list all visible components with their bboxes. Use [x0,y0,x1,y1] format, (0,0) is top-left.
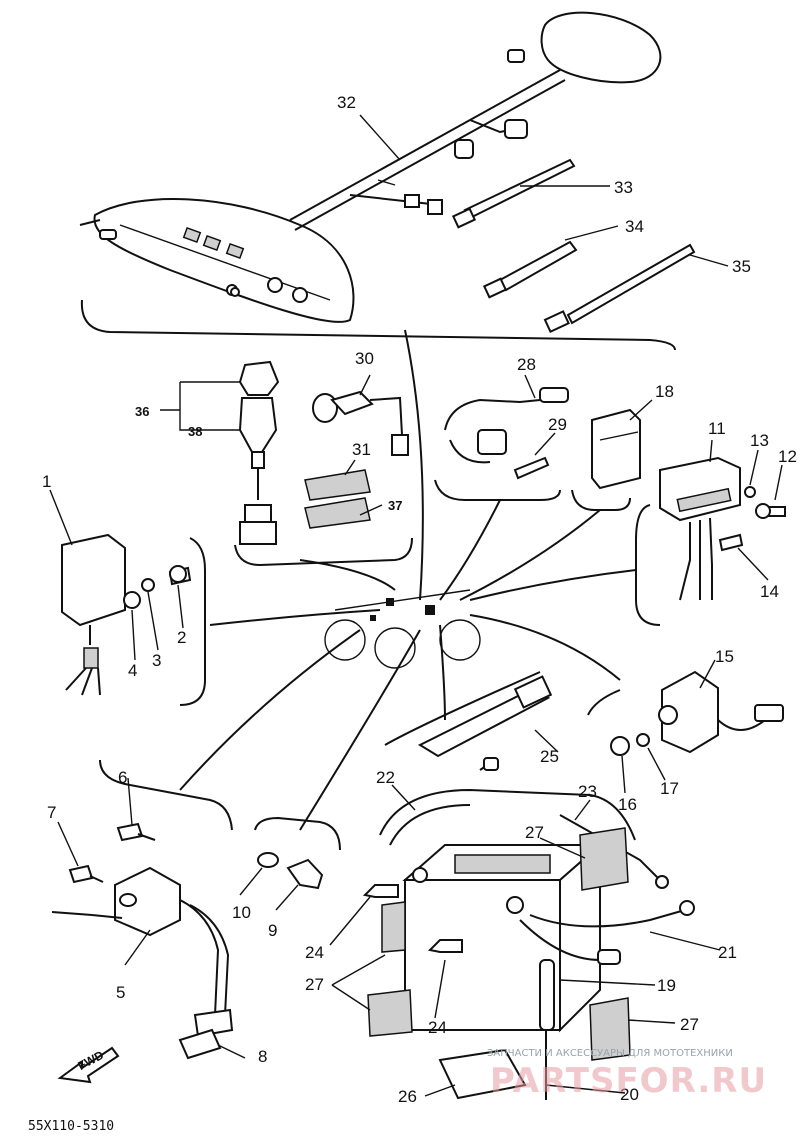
callout-18: 18 [655,382,674,401]
callout-20: 20 [620,1085,639,1104]
callout-11: 11 [708,419,726,438]
callout-24-upper: 24 [305,943,324,962]
callout-30: 30 [355,349,374,368]
sensor-group [254,816,341,890]
watermark-caption: ЗАПЧАСТИ И АКСЕССУАРЫ ДЛЯ МОТОТЕХНИКИ [487,1048,733,1059]
callout-27-top: 27 [525,823,544,842]
callout-21: 21 [718,943,737,962]
callout-13: 13 [750,431,769,450]
callout-16: 16 [618,795,637,814]
callout-5: 5 [116,983,125,1002]
callout-12: 12 [778,447,797,466]
callout-2: 2 [177,628,186,647]
drawing-code: 55X110-5310 [28,1119,114,1134]
callout-27-left: 27 [305,975,324,994]
callout-27-right: 27 [680,1015,699,1034]
cable-ties [451,158,696,333]
callout-37: 37 [388,498,402,513]
fuel-cock-group [434,387,569,501]
callout-23: 23 [578,782,597,801]
callout-24-lower: 24 [428,1018,447,1037]
callout-31: 31 [352,440,371,459]
callout-34: 34 [625,217,644,236]
callout-6: 6 [118,768,127,787]
callout-1: 1 [42,472,51,491]
fwd-arrow: FWD [57,1046,120,1084]
callout-32: 32 [337,93,356,112]
ignition-coil-group [51,759,234,1060]
callout-17: 17 [660,779,679,798]
wire-harness [79,11,662,323]
watermark-brand: PARTSFOR.RU [490,1061,767,1101]
leader-lines [49,114,783,1097]
starter-relay-group [587,670,784,756]
battery-band [384,671,553,758]
cdi-unit-group [635,456,786,626]
harness-bracket [80,299,676,351]
callout-3: 3 [152,651,161,670]
callout-7: 7 [47,803,56,822]
battery-group [362,757,695,1100]
regulator-group [61,533,206,706]
callout-14: 14 [760,582,779,601]
callout-labels: 32 33 34 35 30 31 37 36 38 28 29 18 11 1… [42,93,797,1106]
callout-33: 33 [614,178,633,197]
callout-4: 4 [128,661,137,680]
callout-36: 36 [135,404,149,419]
callout-38: 38 [188,424,202,439]
callout-35: 35 [732,257,751,276]
callout-28: 28 [517,355,536,374]
callout-26: 26 [398,1087,417,1106]
relay-group [571,408,641,511]
callout-25: 25 [540,747,559,766]
callout-10: 10 [232,903,251,922]
callout-9: 9 [268,921,277,940]
coil-cap-group [234,360,413,567]
callout-19: 19 [657,976,676,995]
callout-15: 15 [715,647,734,666]
callout-8: 8 [258,1047,267,1066]
central-junction [179,329,637,831]
callout-29: 29 [548,415,567,434]
callout-22: 22 [376,768,395,787]
